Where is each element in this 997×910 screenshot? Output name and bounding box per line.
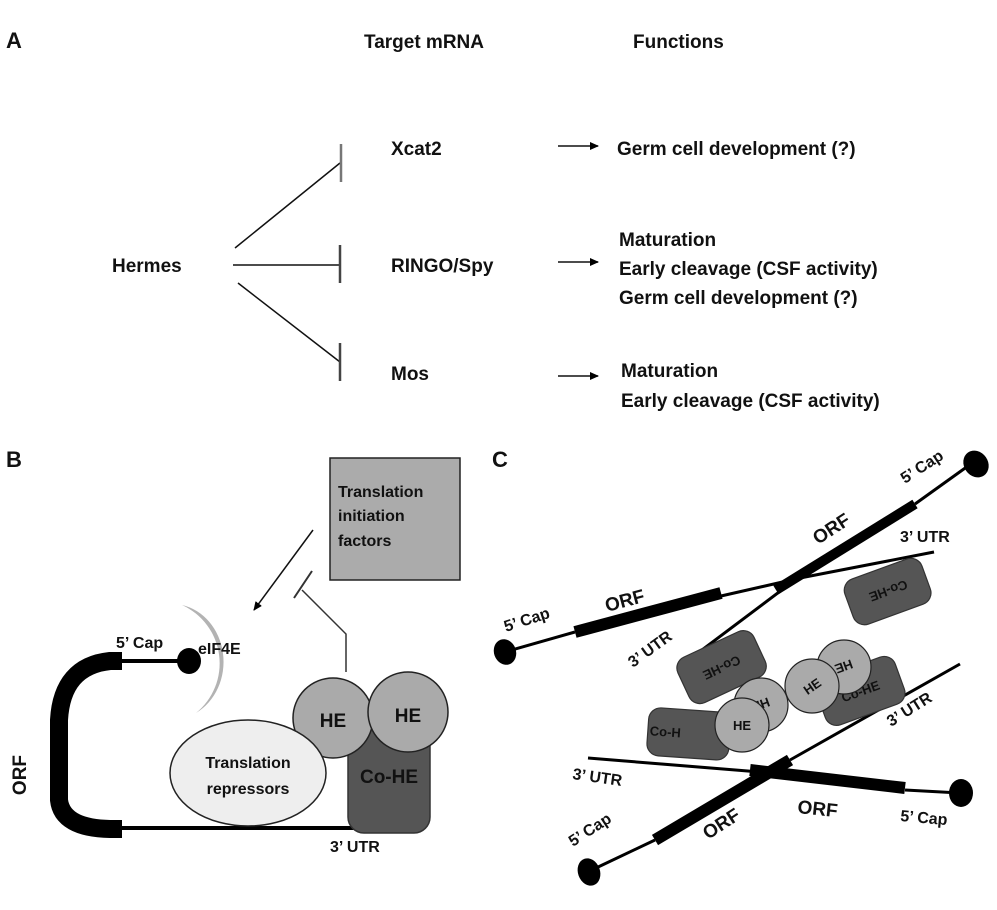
mrna3-cap bbox=[949, 779, 973, 807]
utr-label: 3’ UTR bbox=[330, 839, 380, 856]
inhibition-line-he bbox=[301, 589, 347, 672]
function-ringo-2: Early cleavage (CSF activity) bbox=[619, 259, 878, 280]
mrna2-leader bbox=[507, 630, 576, 653]
header-functions: Functions bbox=[633, 32, 724, 53]
target-ringo-spy: RINGO/Spy bbox=[391, 256, 494, 277]
he-label-2: HE bbox=[395, 706, 421, 727]
repressors-line-2: repressors bbox=[207, 781, 290, 798]
mrna1-orf bbox=[773, 499, 918, 595]
mrna3-utr-line bbox=[587, 756, 761, 774]
mrna1-utr-label: 3’ UTR bbox=[625, 628, 676, 671]
eif4e-crescent bbox=[182, 605, 224, 713]
he-circle-2 bbox=[367, 671, 449, 753]
svg-text:HE: HE bbox=[832, 656, 854, 676]
function-ringo-1: Maturation bbox=[619, 230, 716, 251]
panel-b: B Translation initiation factors eIF4E 5… bbox=[6, 447, 461, 856]
svg-text:Co-H: Co-H bbox=[649, 723, 681, 740]
target-mos: Mos bbox=[391, 364, 429, 385]
mrna3-orf-label: ORF bbox=[796, 797, 838, 822]
function-mos-1: Maturation bbox=[621, 361, 718, 382]
svg-text:HE: HE bbox=[733, 718, 751, 733]
function-xcat2-1: Germ cell development (?) bbox=[617, 139, 856, 160]
panel-a: A Target mRNA Functions Hermes Xcat2 RIN… bbox=[6, 28, 880, 412]
function-ringo-3: Germ cell development (?) bbox=[619, 288, 858, 309]
mrna1-cap bbox=[963, 450, 989, 478]
inhibition-line-xcat2 bbox=[234, 162, 341, 249]
translation-repressors-ellipse bbox=[169, 719, 327, 827]
he-circle-c2: HE bbox=[784, 658, 840, 714]
panel-label-a: A bbox=[6, 28, 22, 53]
panel-label-b: B bbox=[6, 447, 22, 472]
co-he-label: Co-HE bbox=[360, 767, 418, 788]
inhibition-line-mos bbox=[237, 282, 341, 363]
mrna3-cap-label: 5’ Cap bbox=[900, 808, 949, 829]
cap-label: 5’ Cap bbox=[116, 635, 163, 652]
co-he-block-top-left: Co-HE bbox=[676, 630, 767, 705]
hermes-label: Hermes bbox=[112, 256, 182, 277]
he-label-1: HE bbox=[320, 711, 346, 732]
target-xcat2: Xcat2 bbox=[391, 139, 442, 160]
mrna4-cap bbox=[577, 858, 601, 886]
repressors-line-1: Translation bbox=[205, 755, 290, 772]
mrna4-leader bbox=[595, 838, 656, 870]
mrna2-orf-thin bbox=[720, 576, 801, 598]
mrna2-utr-label: 3’ UTR bbox=[900, 529, 950, 546]
header-target-mrna: Target mRNA bbox=[364, 32, 484, 53]
mrna1-leader bbox=[914, 464, 969, 506]
mrna2-utr-line bbox=[799, 550, 935, 580]
mrna3-utr-label: 3’ UTR bbox=[571, 766, 623, 790]
box-line-2: initiation bbox=[338, 508, 405, 525]
co-he-block-top-right: Co-HE bbox=[843, 557, 932, 626]
eif4e-label: eIF4E bbox=[198, 641, 241, 658]
mrna4-orf bbox=[651, 754, 794, 846]
mrna2-cap-label: 5’ Cap bbox=[502, 605, 552, 636]
box-line-3: factors bbox=[338, 533, 391, 550]
inhibition-bar-he bbox=[293, 570, 313, 599]
mrna4-cap-label: 5’ Cap bbox=[566, 810, 615, 850]
orf-label: ORF bbox=[10, 755, 31, 795]
five-prime-cap bbox=[177, 648, 201, 674]
mrna2-cap bbox=[493, 639, 517, 665]
he-circle-c4: HE bbox=[714, 697, 770, 753]
panel-c: C 5’ Cap ORF 5’ Cap ORF 3’ UTR 3’ UTR 3’… bbox=[492, 447, 989, 886]
translation-initiation-factors-box bbox=[329, 457, 461, 581]
arrow-to-eif4e bbox=[253, 529, 314, 611]
box-line-1: Translation bbox=[338, 484, 423, 501]
mrna2-orf bbox=[573, 587, 723, 638]
panel-label-c: C bbox=[492, 447, 508, 472]
orf-loop bbox=[50, 652, 122, 838]
mrna1-cap-label: 5’ Cap bbox=[898, 447, 947, 487]
function-mos-2: Early cleavage (CSF activity) bbox=[621, 391, 880, 412]
